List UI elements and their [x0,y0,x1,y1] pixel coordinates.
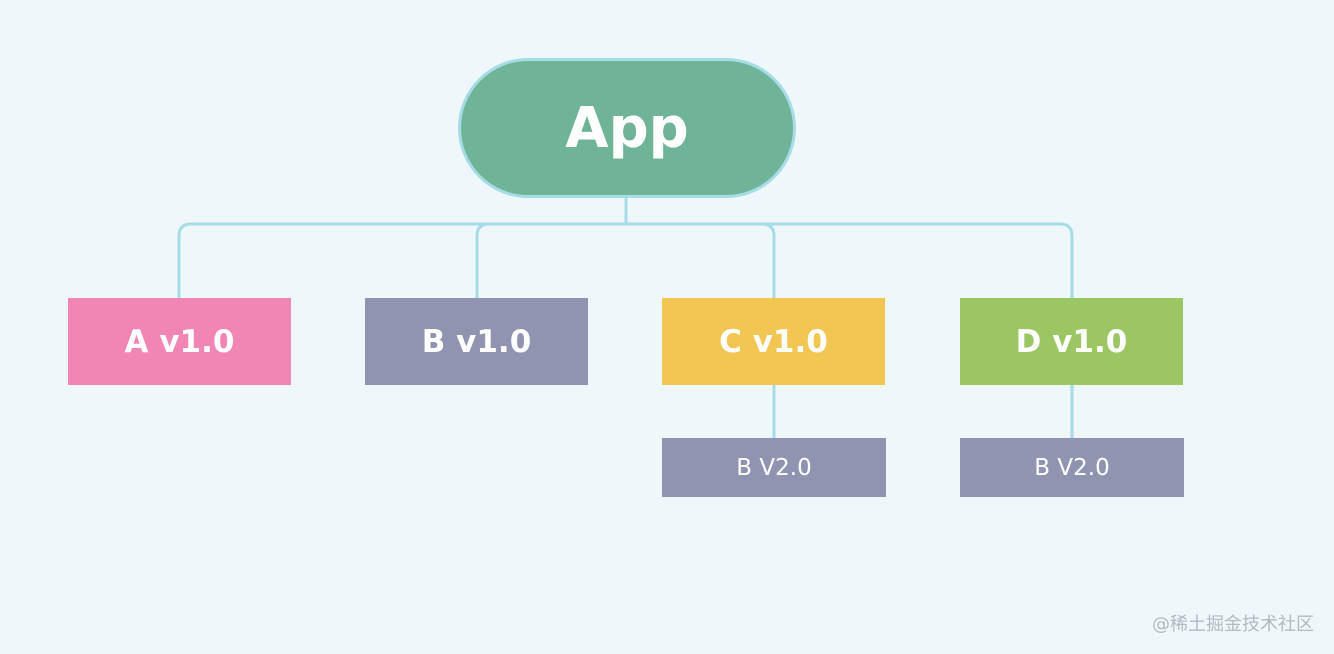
dependency-b-node: B v1.0 [365,298,588,385]
nested-b-under-d-node: B V2.0 [960,438,1184,497]
nested-b-under-d-label: B V2.0 [1034,454,1110,481]
dependency-d-node: D v1.0 [960,298,1183,385]
dependency-c-node: C v1.0 [662,298,885,385]
branch-bus-line [177,222,1074,298]
dependency-d-label: D v1.0 [1015,323,1128,360]
dependency-a-label: A v1.0 [124,323,235,360]
nested-b-under-c-label: B V2.0 [736,454,812,481]
app-root-node: App [458,58,796,198]
watermark-text: @稀土掘金技术社区 [1152,614,1314,635]
dependency-c-label: C v1.0 [719,323,828,360]
branch-b-line [475,222,776,298]
dependency-a-node: A v1.0 [68,298,291,385]
nested-b-under-c-node: B V2.0 [662,438,886,497]
app-root-label: App [565,95,689,161]
dependency-b-label: B v1.0 [421,323,532,360]
